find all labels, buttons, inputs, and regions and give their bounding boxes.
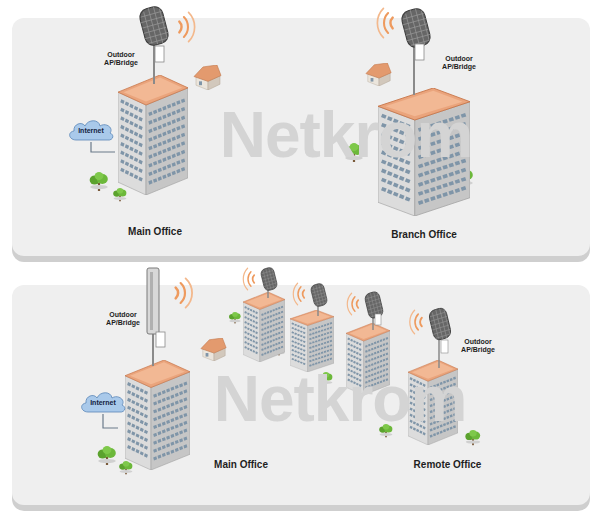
ap-unit (375, 314, 381, 325)
sector-antenna (150, 272, 153, 330)
house-icon (366, 63, 391, 86)
device-label: Outdoor AP/Bridge (455, 338, 501, 354)
dish-antenna (138, 5, 170, 47)
ap-unit (155, 46, 164, 62)
cloud-shape (70, 121, 113, 140)
dish-antenna (260, 266, 278, 291)
sector-antenna (147, 268, 159, 334)
radio-waves (410, 310, 422, 333)
radio-waves (176, 278, 192, 307)
office-building (118, 75, 188, 195)
house-icon (194, 65, 221, 90)
site-name: Main Office (214, 459, 268, 470)
office-building (125, 360, 190, 470)
dish-antenna (310, 282, 328, 307)
tree-icon (90, 172, 108, 191)
tree-icon (229, 312, 241, 323)
network-cable (103, 414, 118, 428)
radio-waves (179, 12, 194, 41)
device-label: Outdoor AP/Bridge (100, 311, 146, 327)
device-label: Outdoor AP/Bridge (98, 51, 144, 67)
internet-cloud: Internet (78, 390, 128, 414)
tree-icon (113, 188, 126, 201)
dish-antenna (400, 7, 432, 49)
network-cable (91, 142, 115, 152)
ap-unit (415, 44, 424, 60)
panel (12, 18, 590, 256)
panel (12, 285, 590, 505)
ap-unit (441, 340, 448, 353)
radio-waves (293, 283, 304, 304)
radio-waves (243, 268, 254, 289)
radio-waves (347, 293, 358, 314)
office-building (290, 310, 334, 372)
office-building (243, 292, 285, 362)
radio-waves (377, 8, 392, 37)
site-name: Remote Office (414, 459, 482, 470)
watermark: Netkrom (190, 362, 490, 436)
dish-antenna (428, 307, 452, 342)
cloud-shape (82, 393, 125, 412)
site-name: Main Office (128, 226, 182, 237)
cloud-label: Internet (78, 127, 104, 134)
watermark: Netkrom (196, 98, 496, 172)
cloud-label: Internet (90, 399, 116, 406)
ap-unit (156, 332, 165, 347)
device-label: Outdoor AP/Bridge (436, 55, 482, 71)
house-icon (201, 338, 226, 361)
internet-cloud: Internet (66, 118, 116, 142)
site-name: Branch Office (391, 229, 457, 240)
tree-icon (98, 446, 116, 465)
tree-icon (119, 461, 132, 474)
tree-icon (465, 430, 480, 445)
office-site: Main Office (115, 72, 195, 237)
